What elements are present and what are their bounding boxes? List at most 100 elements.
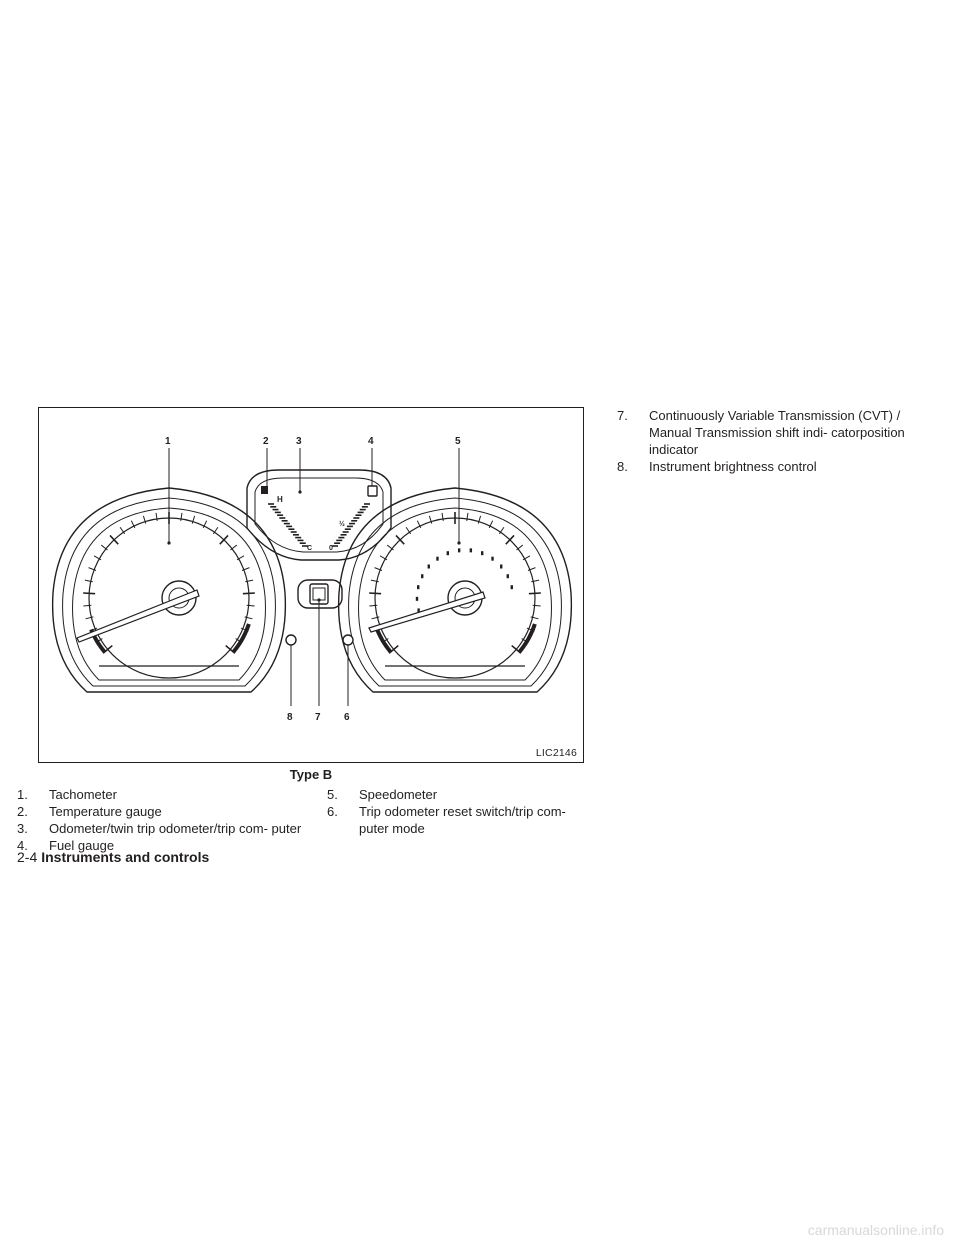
fuel-empty-mark: 0 (329, 545, 333, 552)
instrument-cluster-figure: H C ½ 0 1 2 3 4 5 (38, 407, 584, 763)
gauge-tick (246, 604, 255, 607)
gauge-tick (225, 644, 236, 654)
speed-numeral-mark (481, 551, 484, 556)
gauge-tick (230, 544, 238, 551)
speed-numeral-mark (417, 585, 420, 590)
legend-item: 8.Instrument brightness control (617, 459, 817, 474)
legend-item: 3.Odometer/twin trip odometer/trip com- … (17, 821, 302, 836)
speed-numeral-mark (417, 608, 420, 613)
gauge-tick (84, 579, 93, 583)
gauge-tick (212, 526, 219, 535)
speedometer-needle (368, 591, 486, 633)
gauge-tick (374, 567, 383, 571)
center-housing (246, 469, 392, 561)
speed-numeral-mark (457, 548, 461, 553)
fuel-gauge (332, 503, 370, 547)
callout-4: 4 (368, 436, 374, 447)
gauge-zone-arc (517, 623, 537, 654)
speedometer-bezel-mid (348, 497, 562, 687)
gauge-tick (83, 592, 96, 595)
gauge-tick (244, 616, 253, 620)
instrument-cluster-drawing: H C ½ 0 1 2 3 4 5 (51, 436, 573, 723)
gauge-tick (241, 567, 250, 571)
speed-numeral-mark (436, 556, 439, 561)
figure-caption: Type B (289, 767, 333, 782)
gauge-tick (180, 512, 183, 521)
gauge-tick (370, 579, 379, 583)
gauge-tick (441, 512, 444, 521)
legend-item: 1.Tachometer (17, 787, 117, 802)
gauge-tick (531, 579, 540, 583)
gauge-zone-arc (375, 628, 393, 654)
gauge-tick (119, 526, 126, 535)
gauge-tick (100, 544, 108, 551)
gauge-tick (369, 604, 378, 607)
gauge-tick (488, 520, 494, 529)
callout-3: 3 (296, 436, 302, 447)
gauge-tick (369, 592, 382, 595)
speedometer-bezel-inner (358, 507, 552, 681)
legend-column-2: 5.Speedometer 6.Trip odometer reset swit… (327, 786, 589, 837)
callout-2: 2 (263, 436, 269, 447)
gauge-tick (505, 534, 515, 545)
gauge-tick (379, 555, 388, 561)
legend-item: 4.Fuel gauge (17, 838, 115, 853)
gauge-tick (528, 592, 541, 595)
gauge-tick (242, 592, 255, 595)
fuel-pump-icon (367, 485, 378, 497)
gauge-tick (142, 515, 147, 524)
legend-item: 2.Temperature gauge (17, 804, 162, 819)
shift-indicator-housing (297, 579, 343, 609)
center-housing-inner (254, 477, 384, 553)
temperature-hot-mark: H (277, 495, 283, 504)
legend-item: 5.Speedometer (327, 787, 438, 802)
speed-numeral-mark (469, 548, 473, 553)
gauge-tick (416, 520, 422, 529)
speed-numeral-mark (446, 551, 449, 556)
fuel-half-mark: ½ (339, 520, 345, 528)
gauge-tick (155, 512, 158, 521)
temperature-cold-mark: C (307, 545, 312, 552)
gauge-tick (386, 544, 394, 551)
gauge-tick (522, 555, 531, 561)
gauge-tick (428, 515, 433, 524)
watermark: carmanualsonline.info (807, 1222, 944, 1238)
legend-column-1: 1.Tachometer 2.Temperature gauge 3.Odome… (17, 786, 307, 854)
speed-numeral-mark (421, 574, 424, 579)
gauge-zone-arc (89, 628, 107, 654)
gauge-tick (130, 520, 136, 529)
legend-column-3: 7.Continuously Variable Transmission (CV… (617, 407, 917, 475)
gauge-tick (466, 512, 469, 521)
tachometer (51, 487, 287, 693)
section-title: Instruments and controls (41, 849, 210, 865)
speedometer (337, 487, 573, 693)
page-number: 2-4 (17, 849, 38, 865)
gauge-tick (530, 616, 539, 620)
gauge-tick (498, 526, 505, 535)
speed-numeral-mark (491, 556, 494, 561)
speed-numeral-mark (427, 564, 430, 569)
callout-5: 5 (455, 436, 461, 447)
gauge-tick (88, 567, 97, 571)
gauge-tick (102, 644, 113, 654)
legend-item: 7.Continuously Variable Transmission (CV… (617, 408, 905, 457)
speed-numeral-mark (500, 564, 503, 569)
gauge-tick (236, 555, 245, 561)
gauge-zone-arc (231, 623, 251, 654)
temperature-gauge (268, 503, 308, 547)
gauge-tick (83, 604, 92, 607)
trip-reset-knob (342, 634, 354, 646)
gauge-tick (405, 526, 412, 535)
gauge-tick (511, 644, 522, 654)
brightness-control-knob (285, 634, 297, 646)
gauge-tick (371, 616, 380, 620)
gauge-tick (527, 567, 536, 571)
gauge-tick (245, 579, 254, 583)
gauge-tick (202, 520, 208, 529)
callout-6: 6 (344, 712, 350, 723)
figure-id-label: LIC2146 (535, 747, 577, 759)
gauge-tick (109, 534, 119, 545)
callout-8: 8 (287, 712, 293, 723)
gauge-tick (93, 555, 102, 561)
